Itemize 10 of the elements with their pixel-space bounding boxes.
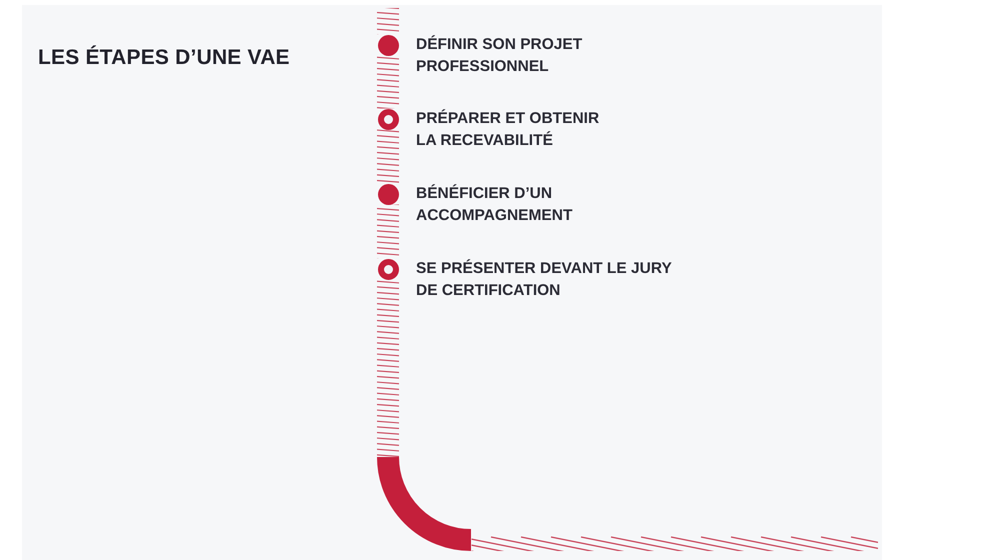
step-label: DÉFINIR SON PROJET PROFESSIONNEL — [416, 34, 584, 77]
rail-track — [377, 8, 399, 34]
rail-track — [377, 56, 399, 108]
step-label: BÉNÉFICIER D’UN ACCOMPAGNEMENT — [416, 183, 574, 226]
rail-track — [377, 204, 399, 258]
title: LES ÉTAPES D’UNE VAE — [38, 45, 290, 71]
step-label: PRÉPARER ET OBTENIR LA RECEVABILITÉ — [416, 108, 600, 151]
rail-track — [377, 130, 399, 184]
step-label: SE PRÉSENTER DEVANT LE JURY DE CERTIFICATION — [416, 258, 673, 301]
rail-track — [377, 280, 878, 551]
